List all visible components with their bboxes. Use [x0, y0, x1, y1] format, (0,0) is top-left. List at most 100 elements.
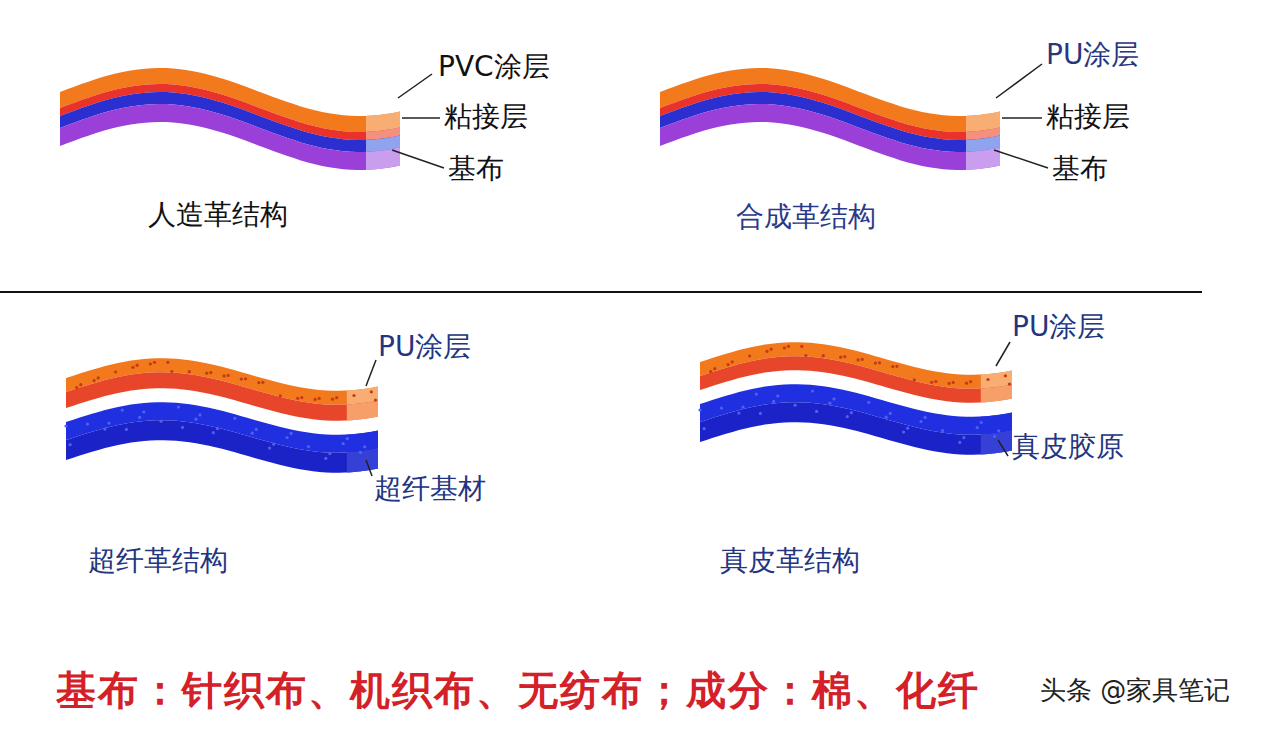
texture-speck	[93, 379, 96, 382]
texture-speck	[205, 372, 208, 375]
texture-speck	[965, 382, 968, 385]
layer-band	[347, 449, 378, 473]
texture-speck	[125, 428, 128, 431]
layer-band	[700, 402, 1012, 455]
texture-speck	[885, 416, 888, 419]
texture-speck	[839, 356, 842, 359]
texture-speck	[138, 416, 141, 419]
texture-speck	[307, 445, 310, 448]
texture-speck	[755, 393, 758, 396]
texture-speck	[160, 420, 163, 423]
texture-speck	[216, 427, 219, 430]
texture-speck	[359, 451, 362, 454]
texture-speck	[300, 396, 303, 399]
texture-speck	[846, 415, 849, 418]
texture-speck	[822, 354, 825, 357]
texture-speck	[759, 412, 762, 415]
texture-speck	[107, 422, 110, 425]
leader-line	[998, 440, 1008, 456]
texture-speck	[703, 427, 706, 430]
watermark: 头条 @家具笔记	[1040, 676, 1230, 705]
texture-speck	[121, 409, 124, 412]
structure-title: 超纤革结构	[88, 546, 228, 577]
layer-band	[347, 431, 378, 453]
layer-label: 基布	[448, 154, 504, 185]
texture-speck	[919, 420, 922, 423]
texture-speck	[255, 428, 258, 431]
texture-speck	[209, 371, 212, 374]
texture-speck	[342, 442, 345, 445]
texture-speck	[713, 367, 716, 370]
leader-lines	[366, 64, 1048, 476]
layer-band	[981, 413, 1012, 435]
texture-speck	[741, 406, 744, 409]
texture-speck	[212, 431, 215, 434]
texture-speck	[370, 390, 373, 393]
texture-speck	[843, 355, 846, 358]
texture-speck	[727, 363, 730, 366]
leader-line	[402, 117, 440, 119]
layer-label: 粘接层	[1046, 102, 1130, 133]
texture-speck	[324, 457, 327, 460]
texture-speck	[794, 404, 797, 407]
texture-speck	[268, 447, 271, 450]
texture-speck	[787, 345, 790, 348]
leather-layers	[60, 68, 1012, 473]
texture-speck	[177, 405, 180, 408]
layer-label: PVC涂层	[438, 52, 550, 83]
leader-line	[996, 64, 1042, 98]
texture-speck	[906, 427, 909, 430]
texture-speck	[261, 381, 264, 384]
note: 基布：针织布、机织布、无纺布；成分：棉、化纤	[56, 668, 980, 712]
layer-label: PU涂层	[1012, 312, 1105, 343]
texture-speck	[352, 394, 355, 397]
texture-speck	[857, 358, 860, 361]
texture-speck	[227, 374, 230, 377]
texture-speck	[891, 365, 894, 368]
texture-speck	[709, 370, 712, 373]
texture-speck	[314, 398, 317, 401]
texture-speck	[800, 345, 803, 348]
texture-speck	[941, 429, 944, 432]
texture-speck	[783, 346, 786, 349]
texture-speck	[346, 437, 349, 440]
texture-speck	[811, 389, 814, 392]
texture-speck	[861, 358, 864, 361]
texture-speck	[1008, 383, 1011, 386]
texture-speck	[878, 361, 881, 364]
texture-speck	[75, 386, 78, 389]
leader-line	[994, 150, 1048, 168]
texture-speck	[748, 354, 751, 357]
texture-speck	[993, 435, 996, 438]
leader-line	[392, 150, 444, 168]
texture-speck	[952, 381, 955, 384]
texture-speck	[166, 361, 169, 364]
texture-speck	[924, 416, 927, 419]
texture-speck	[181, 426, 184, 429]
texture-speck	[257, 381, 260, 384]
layer-label: 粘接层	[444, 102, 528, 133]
texture-speck	[720, 407, 723, 410]
leader-line	[1002, 117, 1042, 119]
texture-speck	[233, 417, 236, 420]
texture-speck	[285, 436, 288, 439]
texture-speck	[272, 443, 275, 446]
texture-speck	[79, 383, 82, 386]
texture-speck	[980, 421, 983, 424]
layer-label: 超纤基材	[374, 474, 486, 505]
texture-speck	[962, 436, 965, 439]
leader-line	[398, 74, 432, 98]
layer-label: 基布	[1052, 154, 1108, 185]
texture-speck	[948, 382, 951, 385]
texture-speck	[188, 370, 191, 373]
texture-speck	[731, 360, 734, 363]
layer-band	[60, 104, 400, 170]
texture-speck	[867, 401, 870, 404]
texture-speck	[136, 364, 139, 367]
texture-speck	[97, 376, 100, 379]
texture-speck	[828, 402, 831, 405]
texture-speck	[772, 400, 775, 403]
layer-band	[66, 420, 378, 473]
texture-speck	[958, 441, 961, 444]
texture-speck	[976, 426, 979, 429]
